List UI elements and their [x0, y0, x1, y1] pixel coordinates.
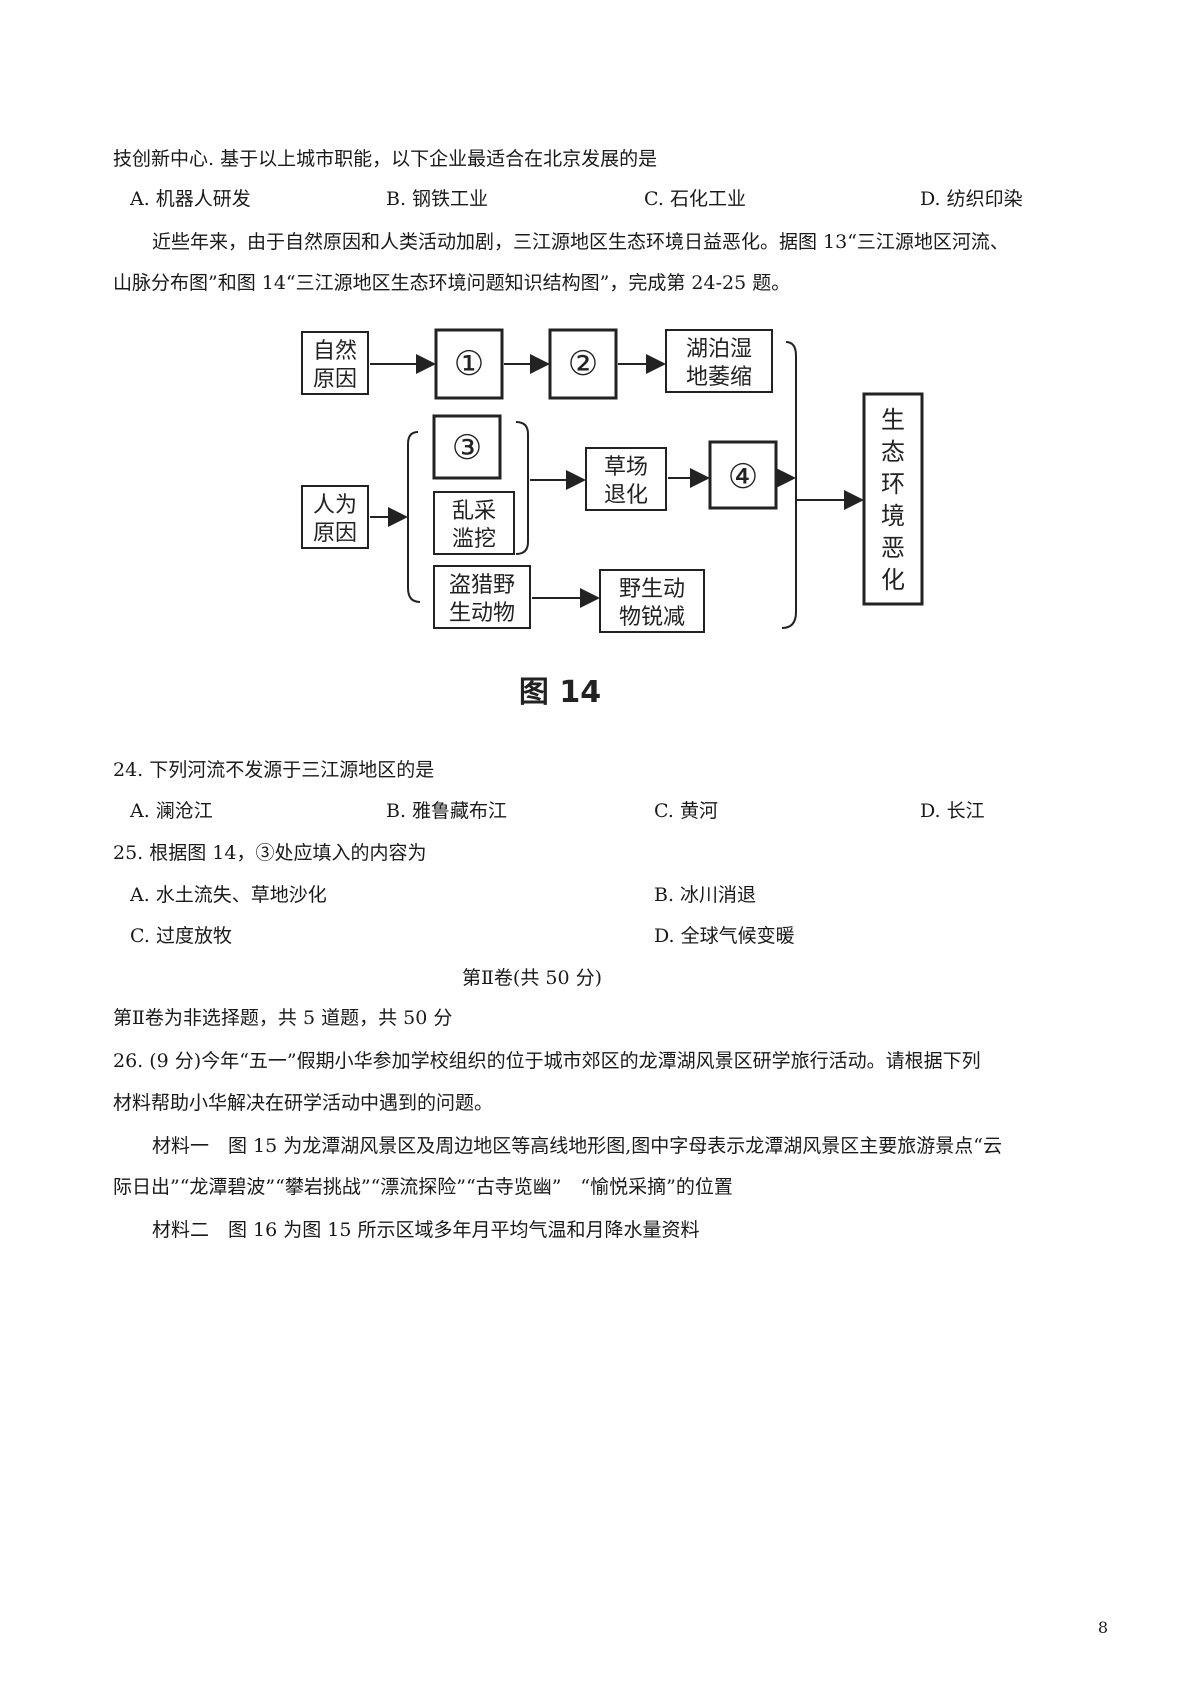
- option-25-b: B. 冰川消退: [654, 884, 757, 906]
- natural-cause-box: [301, 331, 369, 395]
- lake-wetland-line2: 地萎缩: [686, 365, 752, 390]
- option-23-c: C. 石化工业: [644, 188, 746, 210]
- wildlife-box: [599, 569, 705, 633]
- result-char-4: 境: [881, 502, 905, 530]
- human-bracket: [407, 431, 421, 603]
- poaching-box: [433, 565, 531, 629]
- material-2: 材料二 图 16 为图 15 所示区域多年月平均气温和月降水量资料: [152, 1219, 700, 1241]
- section-note: 第Ⅱ卷为非选择题，共 5 道题，共 50 分: [113, 1007, 453, 1029]
- option-24-a: A. 澜沧江: [130, 800, 213, 822]
- option-23-b: B. 钢铁工业: [386, 188, 489, 210]
- option-25-d: D. 全球气候变暖: [654, 925, 795, 947]
- lake-wetland-line1: 湖泊湿: [686, 337, 752, 362]
- grassland-box: [585, 447, 667, 511]
- result-box: [862, 392, 924, 606]
- human-cause-box: [301, 485, 369, 549]
- blank-1-label: ①: [454, 344, 484, 384]
- mining-line2: 滥挖: [452, 527, 496, 552]
- poaching-line1: 盗猎野: [449, 573, 515, 598]
- option-23-d: D. 纺织印染: [920, 188, 1023, 210]
- page-number: 8: [1097, 1618, 1108, 1637]
- intro-paragraph-line-2: 山脉分布图”和图 14“三江源地区生态环境问题知识结构图”，完成第 24-25 …: [113, 272, 791, 294]
- blank-2-box: [548, 328, 618, 400]
- human-cause-line1: 人为: [313, 493, 357, 518]
- grassland-line2: 退化: [604, 483, 648, 508]
- blank-3-box: [432, 414, 502, 480]
- result-char-1: 生: [881, 406, 905, 434]
- option-25-a: A. 水土流失、草地沙化: [130, 884, 327, 906]
- question-26-line-1: 26. (9 分)今年“五一”假期小华参加学校组织的位于城市郊区的龙潭湖风景区研…: [113, 1050, 981, 1072]
- blank-2-label: ②: [568, 344, 598, 384]
- natural-cause-line1: 自然: [313, 339, 357, 364]
- blank-4-label: ④: [728, 457, 758, 497]
- mining-line1: 乱采: [452, 499, 496, 524]
- question-26-line-2: 材料帮助小华解决在研学活动中遇到的问题。: [113, 1092, 494, 1114]
- poaching-line2: 生动物: [449, 601, 515, 626]
- option-24-c: C. 黄河: [654, 800, 718, 822]
- material-1-line-1: 材料一 图 15 为龙潭湖风景区及周边地区等高线地形图,图中字母表示龙潭湖风景区…: [152, 1135, 1003, 1157]
- section-heading: 第Ⅱ卷(共 50 分): [462, 967, 602, 989]
- question-23-stem-end: 技创新中心. 基于以上城市职能，以下企业最适合在北京发展的是: [113, 148, 658, 170]
- lake-wetland-box: [665, 329, 773, 393]
- result-char-3: 环: [881, 470, 905, 498]
- wildlife-line2: 物锐减: [619, 605, 685, 630]
- material-1-line-2: 际日出”“龙潭碧波”“攀岩挑战”“漂流探险”“古寺览幽” “愉悦采摘”的位置: [113, 1176, 733, 1198]
- wildlife-line1: 野生动: [619, 577, 685, 602]
- blank-1-box: [434, 328, 504, 400]
- mining-box: [433, 491, 515, 555]
- option-23-a: A. 机器人研发: [130, 188, 251, 210]
- grassland-line1: 草场: [604, 455, 648, 480]
- middle-bracket: [515, 421, 529, 555]
- result-char-2: 态: [881, 438, 905, 466]
- natural-cause-line2: 原因: [313, 367, 357, 392]
- option-24-d: D. 长江: [920, 800, 985, 822]
- result-char-5: 恶: [881, 534, 905, 562]
- right-bracket: [781, 341, 797, 629]
- human-cause-line2: 原因: [313, 521, 357, 546]
- question-25: 25. 根据图 14，③处应填入的内容为: [113, 842, 427, 864]
- intro-paragraph-line-1: 近些年来，由于自然原因和人类活动加剧，三江源地区生态环境日益恶化。据图 13“三…: [152, 231, 1009, 253]
- question-24: 24. 下列河流不发源于三江源地区的是: [113, 759, 435, 781]
- figure-14-diagram: 自然 原因 ① ② 湖泊湿 地萎缩 人为 原因 ③ 乱采 滥挖 草场 退化 ④ …: [298, 322, 938, 722]
- option-25-c: C. 过度放牧: [130, 925, 232, 947]
- option-24-b: B. 雅鲁藏布江: [386, 800, 508, 822]
- figure-caption: 图 14: [519, 675, 601, 710]
- result-char-6: 化: [881, 566, 905, 594]
- blank-3-label: ③: [452, 428, 482, 468]
